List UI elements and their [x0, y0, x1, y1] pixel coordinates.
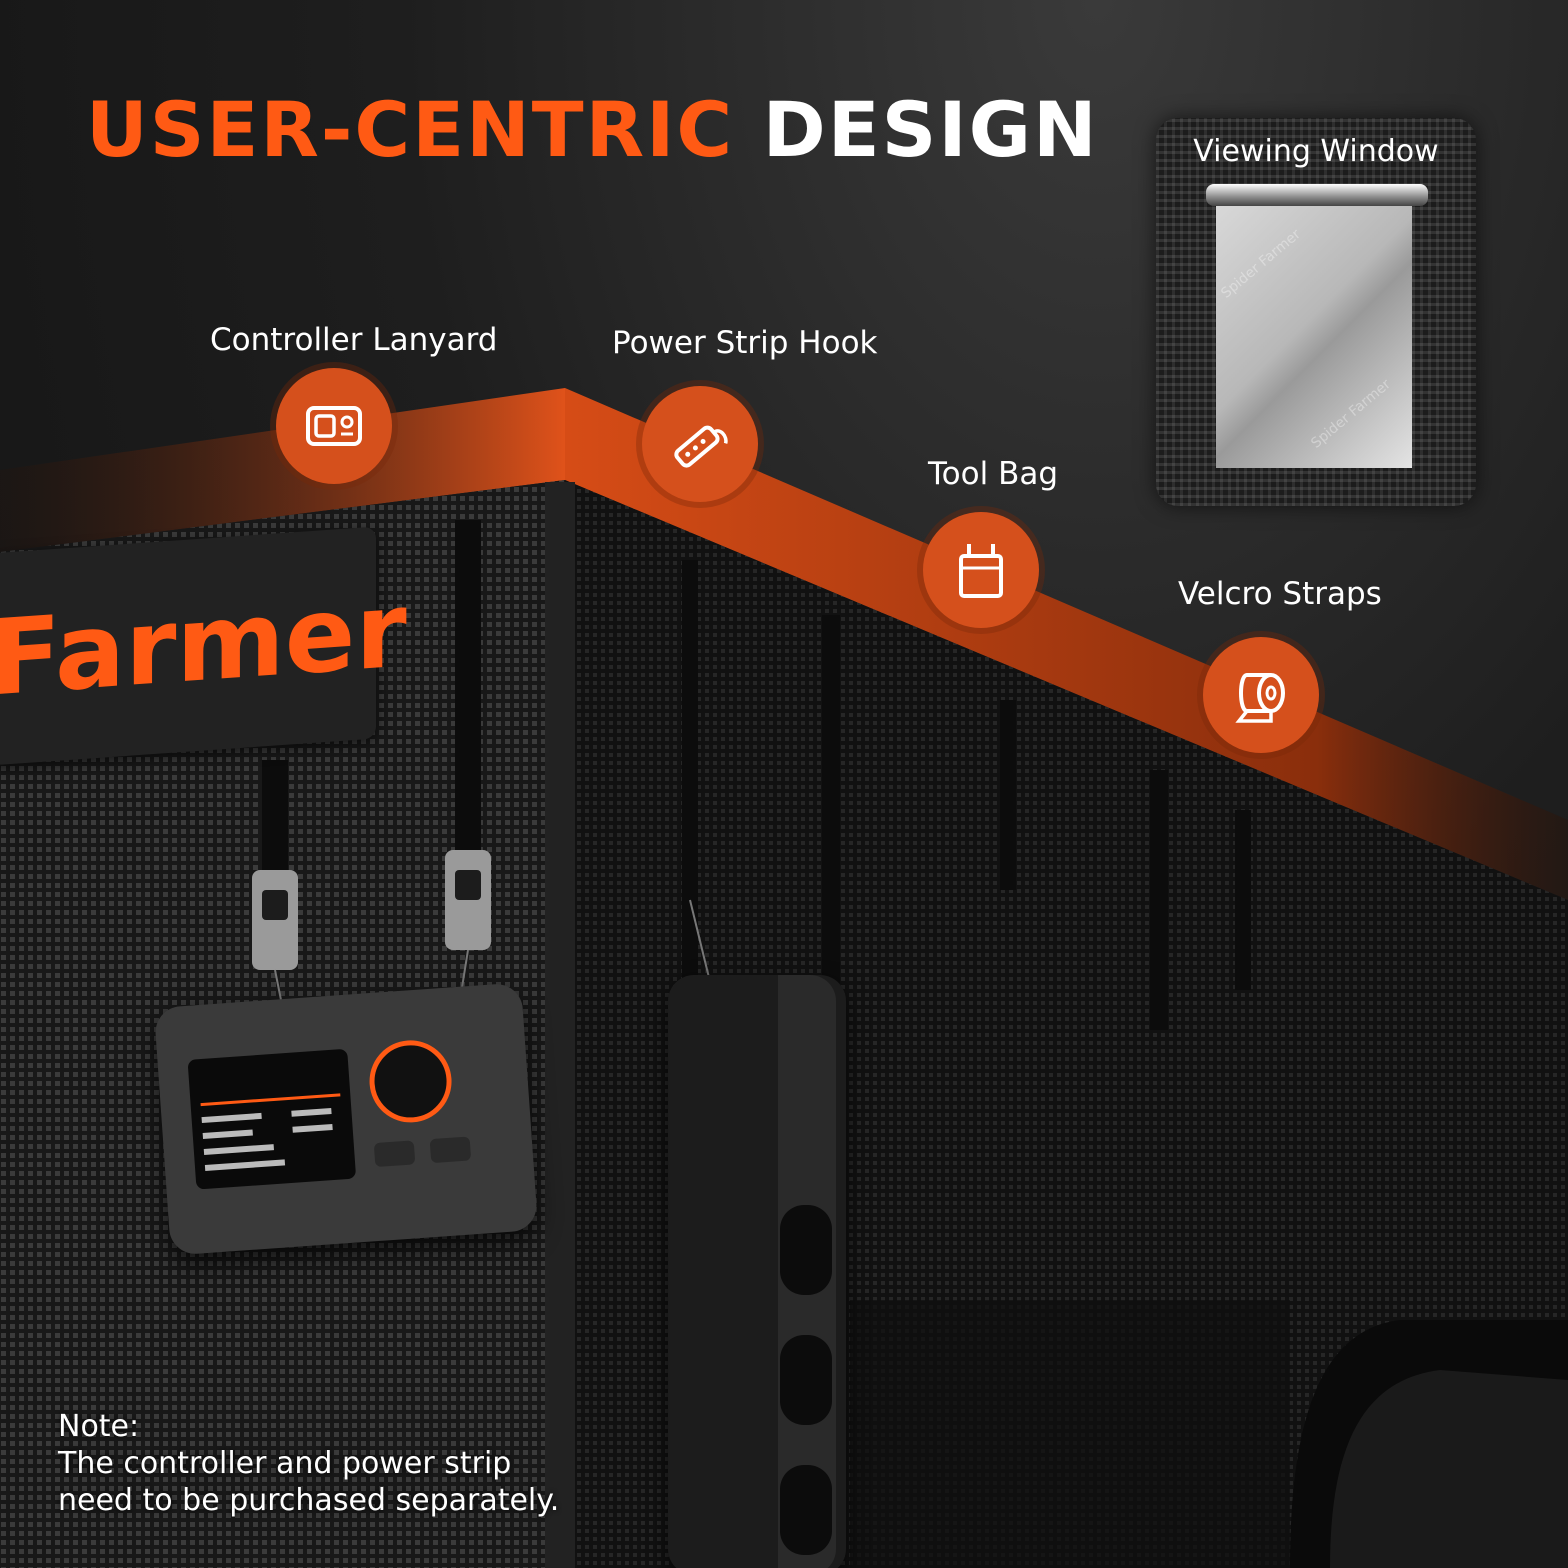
viewing-window-panel: Viewing Window Spider Farmer Spider Farm…: [1156, 118, 1476, 506]
note-line-2: need to be purchased separately.: [58, 1483, 560, 1518]
feature-icon-power-strip-hook: [642, 386, 758, 502]
headline: USER-CENTRIC DESIGN: [86, 92, 1099, 168]
feature-label-tool-bag: Tool Bag: [928, 456, 1059, 492]
tent-frame-left: [0, 388, 565, 552]
feature-label-velcro-straps: Velcro Straps: [1178, 576, 1382, 612]
strap: [1150, 770, 1168, 1030]
controller-icon: [306, 406, 362, 446]
power-strip: [668, 975, 846, 1568]
feature-icon-velcro-straps: [1203, 637, 1319, 753]
headline-plain: DESIGN: [762, 85, 1099, 174]
feature-icon-controller-lanyard: [276, 368, 392, 484]
window-watermark: Spider Farmer: [1218, 226, 1304, 302]
power-strip-icon: [674, 425, 728, 468]
feature-label-power-strip-hook: Power Strip Hook: [612, 325, 878, 361]
bag-icon: [959, 544, 1003, 598]
controller-button: [373, 1140, 416, 1168]
brand-patch: Farmer: [0, 526, 407, 766]
buckle: [262, 890, 288, 920]
socket: [780, 1205, 832, 1295]
tent-frame-right: [565, 388, 1568, 900]
window-clear-panel: Spider Farmer Spider Farmer: [1216, 206, 1412, 468]
tape-roll-icon: [1235, 673, 1285, 723]
window-roller-bar: [1206, 184, 1428, 206]
strap: [682, 560, 698, 980]
controller-screen: [187, 1048, 357, 1190]
viewing-window-title: Viewing Window: [1193, 134, 1439, 169]
buckle: [455, 870, 481, 900]
note: Note: The controller and power strip nee…: [58, 1408, 559, 1519]
strap: [262, 760, 288, 880]
socket: [780, 1465, 832, 1555]
note-heading: Note:: [58, 1409, 140, 1444]
brand-logo-text: Farmer: [0, 568, 407, 720]
note-line-1: The controller and power strip: [58, 1446, 512, 1481]
feature-label-controller-lanyard: Controller Lanyard: [210, 322, 498, 358]
socket: [780, 1335, 832, 1425]
strap: [1235, 810, 1251, 990]
headline-accent: USER-CENTRIC: [86, 85, 735, 174]
window-watermark: Spider Farmer: [1308, 376, 1394, 452]
controller-button: [429, 1136, 472, 1164]
controller-knob: [366, 1037, 455, 1126]
strap: [455, 520, 481, 850]
strap: [1000, 700, 1016, 890]
feature-icon-tool-bag: [923, 512, 1039, 628]
controller-device: [153, 982, 539, 1256]
